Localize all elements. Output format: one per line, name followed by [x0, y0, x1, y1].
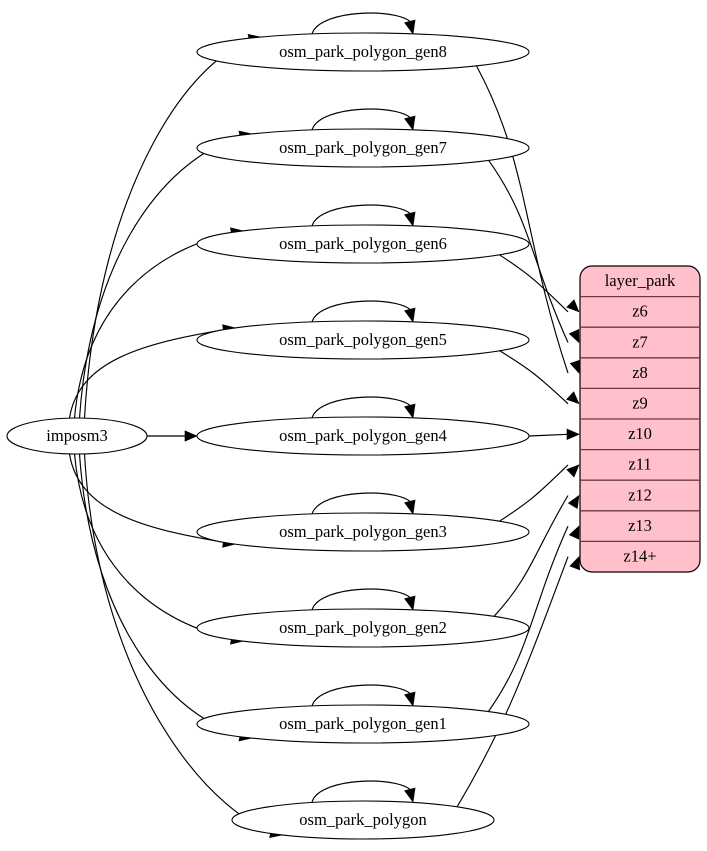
table-row-z13[interactable]: z13: [628, 516, 652, 535]
table-row-z12[interactable]: z12: [628, 485, 652, 504]
arrowhead-gen1-to-row: [568, 525, 580, 540]
edge-imposm3-to-gen1: [78, 453, 252, 739]
self-loop-gen6: [311, 204, 413, 227]
node-ellipse-gen3[interactable]: [196, 512, 530, 552]
edge-imposm3-to-gen2: [73, 453, 244, 642]
edge-gen5-to-row: [499, 350, 569, 405]
node-ellipse-gen5[interactable]: [196, 320, 530, 360]
node-label-gen4: osm_park_polygon_gen4: [279, 426, 447, 445]
node-ellipse-gen7[interactable]: [196, 128, 530, 168]
self-loop-gen3: [311, 492, 413, 515]
edge-imposm3-to-gen7: [78, 133, 252, 419]
edge-gen3-to-row: [499, 464, 569, 522]
layer-park-table-node: layer_park z6 z7 z8 z9 z10 z11 z12 z13 z14+: [579, 265, 701, 573]
self-loop-arrowhead-gen3: [404, 499, 416, 515]
node-label-gen7: osm_park_polygon_gen7: [279, 138, 447, 157]
node-ellipse-gen6[interactable]: [196, 224, 530, 264]
arrowhead-gen4-to-row: [566, 428, 580, 440]
edge-imposm3-to-gen3: [68, 453, 236, 545]
self-loop-arrowhead-base: [404, 787, 416, 803]
table-row-z14plus[interactable]: z14+: [623, 546, 656, 565]
table-header-label: layer_park: [605, 271, 676, 290]
arrowhead-gen2-to-row: [567, 494, 580, 509]
arrowhead-gen3-to-row: [566, 464, 580, 478]
self-loop-arrowhead-gen6: [404, 211, 416, 227]
arrowhead-base-to-row: [569, 555, 580, 571]
arrowhead-gen7-to-row: [568, 328, 580, 344]
node-label-gen5: osm_park_polygon_gen5: [279, 330, 447, 349]
table-row-z9[interactable]: z9: [632, 393, 648, 412]
self-loop-gen5: [311, 300, 413, 323]
node-label-gen6: osm_park_polygon_gen6: [279, 234, 447, 253]
node-ellipse-gen8[interactable]: [196, 32, 530, 72]
node-label-gen8: osm_park_polygon_gen8: [279, 42, 447, 61]
node-label-gen2: osm_park_polygon_gen2: [279, 618, 447, 637]
generalization-nodes: osm_park_polygon_gen8 osm_park_polygon_ge…: [196, 32, 530, 840]
self-loop-arrowhead-gen2: [404, 595, 416, 611]
edges-to-layer-park: [456, 65, 581, 808]
edge-gen7-to-row: [488, 160, 569, 343]
arrowhead-gen6-to-row: [566, 299, 580, 313]
node-ellipse-gen1[interactable]: [196, 704, 530, 744]
self-loop-gen8: [311, 12, 413, 35]
self-loop-arrowhead-gen5: [404, 307, 416, 323]
edge-imposm3-to-gen5: [68, 327, 236, 419]
arrowhead-imposm3-to-gen4: [184, 430, 198, 442]
node-label-gen1: osm_park_polygon_gen1: [279, 714, 447, 733]
node-ellipse-gen4[interactable]: [196, 416, 530, 456]
self-loop-gen4: [311, 396, 413, 419]
arrowhead-gen5-to-row: [566, 391, 580, 405]
edge-imposm3-to-gen8: [83, 36, 262, 419]
edge-gen6-to-row: [499, 254, 569, 313]
self-loop-arrowhead-gen4: [404, 403, 416, 419]
self-loop-arrowhead-gen7: [404, 115, 416, 131]
table-row-z11[interactable]: z11: [628, 455, 651, 474]
self-loop-arrowhead-gen1: [404, 691, 416, 707]
self-loop-gen7: [311, 108, 413, 131]
node-label-imposm3: imposm3: [46, 426, 107, 445]
node-label-base: osm_park_polygon: [299, 810, 426, 829]
node-label-gen3: osm_park_polygon_gen3: [279, 522, 447, 541]
table-row-z6[interactable]: z6: [632, 302, 648, 321]
self-loop-gen2: [311, 588, 413, 611]
table-row-z8[interactable]: z8: [632, 363, 648, 382]
edge-base-to-row: [456, 556, 569, 808]
table-row-z10[interactable]: z10: [628, 424, 652, 443]
node-ellipse-base[interactable]: [231, 800, 495, 840]
node-ellipse-imposm3[interactable]: [6, 417, 148, 455]
edge-gen2-to-row: [493, 495, 569, 617]
edge-gen8-to-row: [475, 65, 569, 374]
self-loop-edges: [311, 12, 416, 803]
self-loop-base: [311, 780, 413, 803]
arrowhead-gen8-to-row: [569, 359, 581, 374]
edge-gen4-to-row: [528, 433, 569, 437]
edge-gen1-to-row: [487, 525, 569, 712]
source-node-imposm3: imposm3: [6, 417, 148, 455]
self-loop-gen1: [311, 684, 413, 707]
edge-imposm3-to-gen6: [73, 230, 244, 419]
node-ellipse-gen2[interactable]: [196, 608, 530, 648]
table-row-z7[interactable]: z7: [632, 332, 648, 351]
self-loop-arrowhead-gen8: [404, 19, 416, 35]
